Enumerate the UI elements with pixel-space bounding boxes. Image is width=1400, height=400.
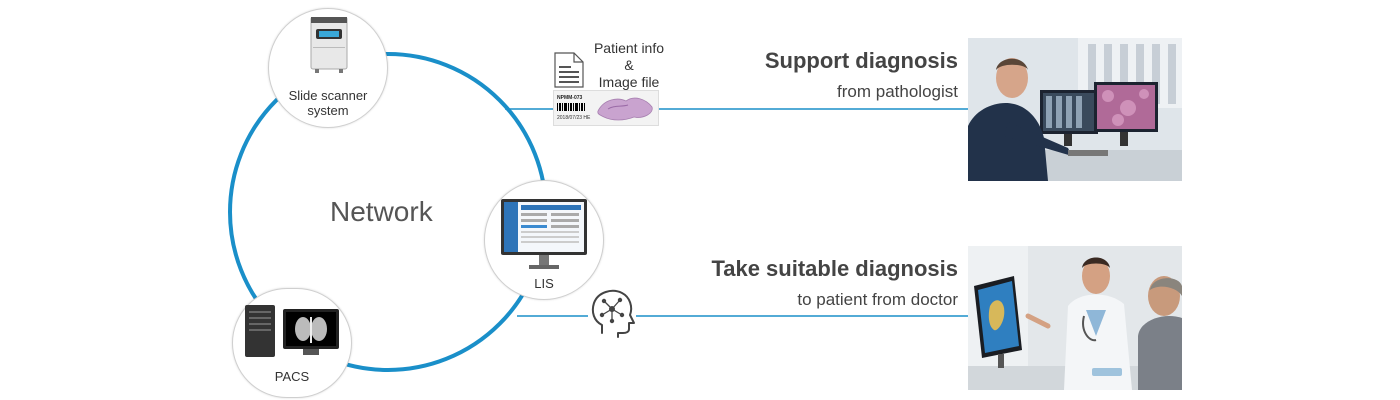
transfer-label-line1: Patient info [593,40,665,56]
transfer-label-line3: Image file [598,74,660,90]
pacs-label: PACS [274,369,310,384]
pathologist-photo-illustration [968,38,1182,181]
slide-scanner-icon [310,17,348,73]
lis-label: LIS [534,276,554,291]
pacs-node[interactable]: PACS [232,288,352,398]
transfer-label: Patient info & Image file [583,40,675,91]
barcode-icon [557,103,585,111]
doctor-patient-photo-illustration [968,246,1182,390]
transfer-label-line2: & [624,57,634,73]
outcome-2-subline: to patient from doctor [797,290,958,309]
network-label: Network [330,196,433,227]
doctor-patient-photo [968,246,1182,390]
outcome-1-subline: from pathologist [837,82,958,101]
lis-node[interactable]: LIS [484,180,604,300]
outcome-2-headline: Take suitable diagnosis [711,256,958,281]
slide-scanner-label-line2: system [307,103,349,118]
slide-scanner-node[interactable]: Slide scanner system [268,8,388,128]
pacs-server-monitor-icon [245,305,339,357]
slide-scanner-label-line1: Slide scanner [288,88,368,103]
tissue-sample-icon [597,97,653,121]
slide-label-line1: NPMM-073 [557,95,583,101]
pathologist-photo [968,38,1182,181]
glass-slide-image: NPMM-073 2018/07/23 HE [553,90,659,126]
outcome-1-headline: Support diagnosis [764,48,958,73]
lis-monitor-icon [501,199,587,269]
ai-brain-head-icon [588,287,636,339]
slide-label-line2: 2018/07/23 HE [557,115,591,121]
document-icon [554,52,584,88]
